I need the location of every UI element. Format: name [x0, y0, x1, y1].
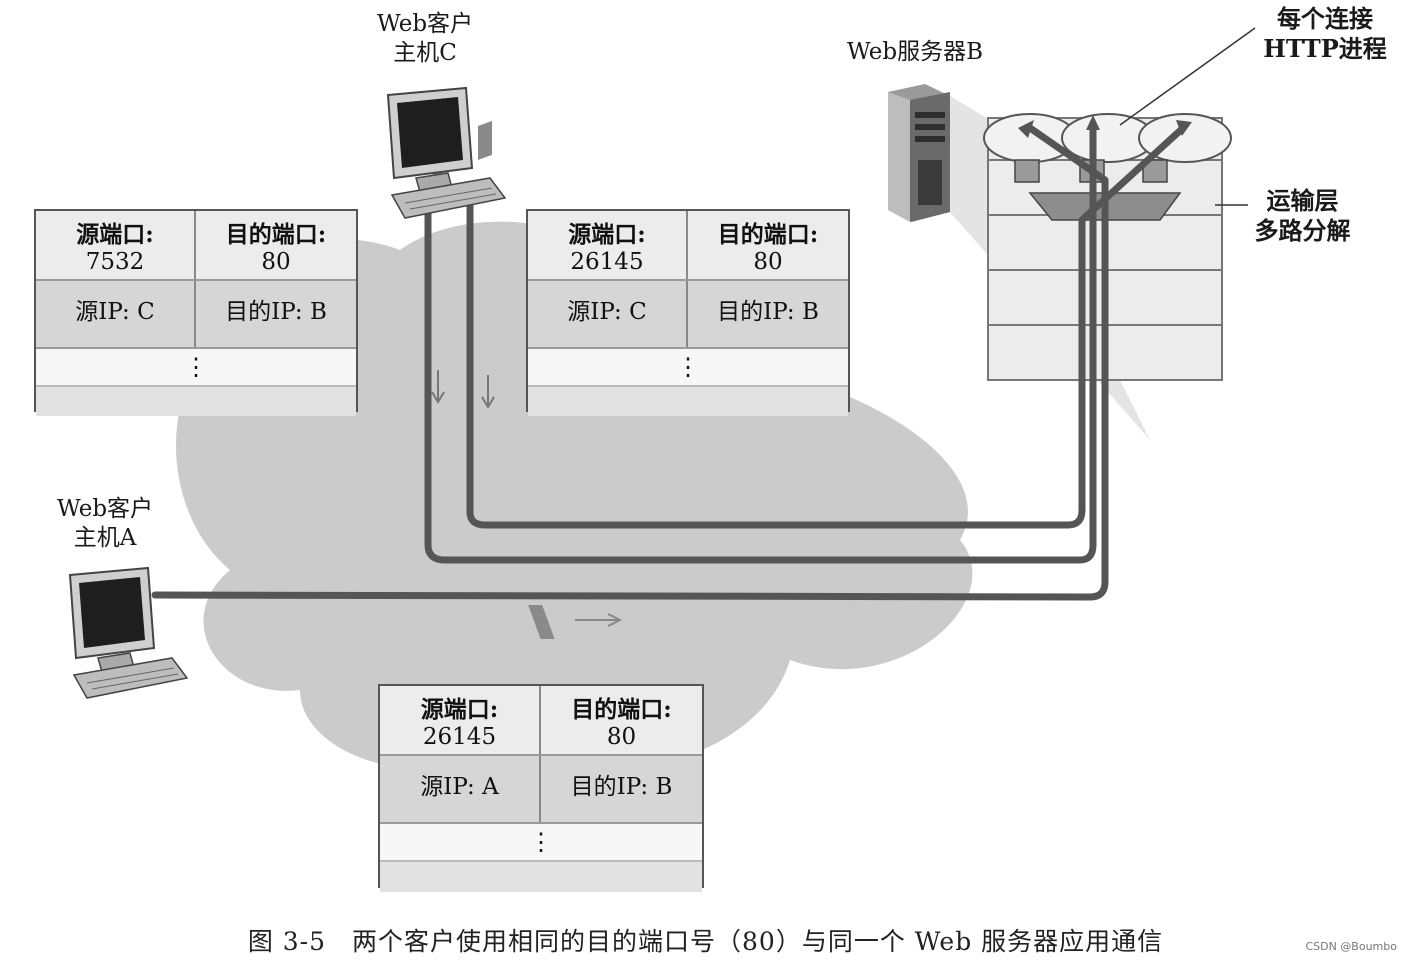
dst-port-label: 目的端口:	[571, 696, 672, 723]
computer-icon-c	[386, 86, 507, 219]
src-ip: 源IP: C	[36, 281, 196, 347]
per-connection-line2: HTTP进程	[1263, 34, 1387, 63]
more-fields: ⋮	[184, 353, 208, 381]
dst-ip: 目的IP: B	[717, 299, 819, 325]
src-ip: 源IP: A	[380, 756, 541, 822]
dst-port-label: 目的端口:	[717, 221, 819, 248]
src-port-value: 26145	[422, 724, 497, 750]
socket-3	[1142, 159, 1168, 183]
computer-icon-a	[68, 566, 189, 699]
segment-header-c-7532: 源端口: 7532 目的端口: 80 源IP: C 目的IP: B ⋮	[34, 209, 358, 416]
process-pointer-line	[1119, 27, 1256, 126]
dst-port-label: 目的端口:	[225, 221, 327, 248]
connection-a	[151, 124, 1109, 601]
client-c-label-line2: 主机C	[393, 39, 457, 66]
down-arrow-2	[481, 375, 495, 409]
dst-ip: 目的IP: B	[570, 774, 673, 800]
down-arrow-1	[431, 370, 445, 404]
connection-c-7532	[424, 124, 1097, 564]
dst-port-value: 80	[261, 249, 291, 275]
more-fields: ⋮	[529, 828, 553, 856]
more-fields: ⋮	[676, 353, 700, 381]
src-port-value: 26145	[570, 249, 644, 275]
per-connection-line1: 每个连接	[1277, 4, 1373, 33]
client-c-label-line1: Web客户	[376, 11, 474, 37]
segment-header-c-26145: 源端口: 26145 目的端口: 80 源IP: C 目的IP: B ⋮	[526, 209, 850, 416]
dst-ip: 目的IP: B	[225, 299, 327, 325]
client-a-label-line1: Web客户	[56, 496, 154, 522]
src-port-label: 源端口:	[76, 221, 154, 248]
connection-c-26145	[466, 124, 1187, 529]
dst-port-value: 80	[606, 724, 637, 750]
transport-demux-line1: 运输层	[1266, 186, 1339, 215]
arrowhead-1	[1018, 120, 1034, 138]
client-a-label-line2: 主机A	[73, 524, 137, 551]
right-arrow-a	[575, 613, 623, 627]
src-port-value: 7532	[85, 249, 145, 275]
src-port-label: 源端口:	[420, 696, 499, 723]
transport-demux-label: 运输层 多路分解	[1240, 186, 1365, 246]
arrowhead-3	[1176, 120, 1192, 136]
per-connection-label: 每个连接 HTTP进程	[1255, 4, 1395, 64]
connection-lines	[151, 124, 1187, 601]
client-c-label: Web客户 主机C	[360, 10, 490, 68]
transport-demux-line2: 多路分解	[1254, 216, 1351, 245]
figure-caption: 图 3-5 两个客户使用相同的目的端口号（80）与同一个 Web 服务器应用通信	[247, 927, 1164, 956]
arrowhead-2	[1086, 115, 1100, 130]
dst-port-value: 80	[753, 249, 783, 275]
src-ip: 源IP: C	[528, 281, 688, 347]
packet-marker-c2	[478, 120, 492, 161]
client-a-label: Web客户 主机A	[40, 495, 170, 553]
server-b-label: Web服务器B	[846, 39, 983, 65]
packet-marker-a	[528, 605, 555, 639]
server-icon	[888, 84, 950, 222]
watermark: CSDN @Boumbo	[1305, 940, 1397, 953]
socket-1	[1014, 159, 1040, 183]
src-port-label: 源端口:	[568, 221, 646, 248]
segment-header-a-26145: 源端口: 26145 目的端口: 80 源IP: A 目的IP: B ⋮	[378, 684, 704, 892]
